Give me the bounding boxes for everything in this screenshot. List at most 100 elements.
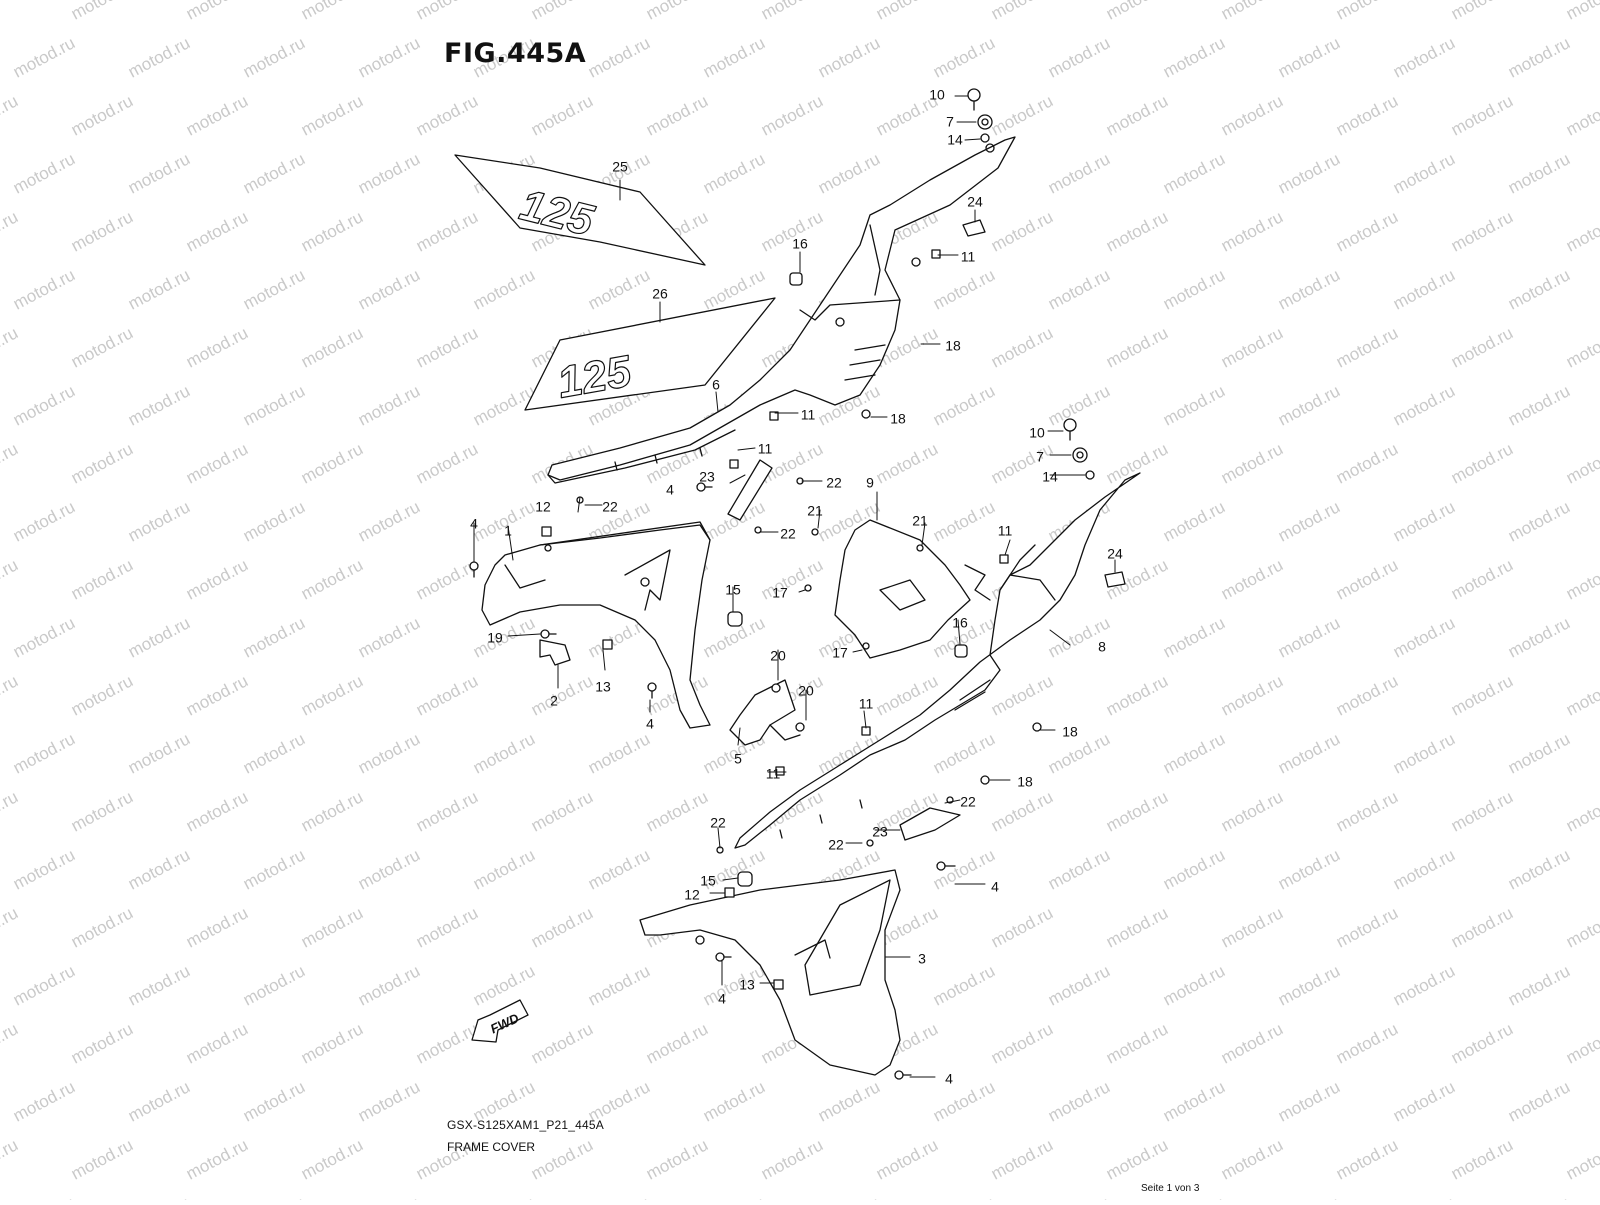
- watermark-text: motod.ru: [355, 497, 423, 545]
- watermark-text: motod.ru: [0, 91, 21, 139]
- callout-label-11b: 11: [801, 407, 816, 423]
- watermark-text: motod.ru: [528, 903, 596, 951]
- watermark-text: motod.ru: [930, 1193, 998, 1200]
- watermark-text: motod.ru: [125, 845, 193, 893]
- watermark-text: motod.ru: [10, 729, 78, 777]
- watermark-text: motod.ru: [298, 671, 366, 719]
- callout-label-4a: 4: [666, 482, 674, 498]
- watermark-text: motod.ru: [815, 33, 883, 81]
- watermark-text: motod.ru: [1045, 149, 1113, 197]
- watermark-text: motod.ru: [470, 729, 538, 777]
- watermark-text: motod.ru: [240, 1193, 308, 1200]
- watermark-text: motod.ru: [643, 91, 711, 139]
- callout-label-13b: 13: [739, 977, 755, 993]
- watermark-text: motod.ru: [413, 787, 481, 835]
- watermark-text: motod.ru: [585, 1193, 653, 1200]
- watermark-text: motod.ru: [68, 555, 136, 603]
- watermark-text: motod.ru: [68, 787, 136, 835]
- watermark-text: motod.ru: [988, 207, 1056, 255]
- callout-label-22f: 22: [828, 837, 844, 853]
- watermark-text: motod.ru: [1275, 33, 1343, 81]
- watermark-text: motod.ru: [1275, 729, 1343, 777]
- watermark-text: motod.ru: [0, 207, 21, 255]
- watermark-text: motod.ru: [988, 1135, 1056, 1183]
- callout-label-22d: 22: [960, 794, 976, 810]
- callout-label-23a: 23: [699, 469, 715, 485]
- watermark-text: motod.ru: [355, 33, 423, 81]
- watermark-text: motod.ru: [1218, 91, 1286, 139]
- watermark-text: motod.ru: [0, 1019, 21, 1067]
- watermark-text: motod.ru: [643, 787, 711, 835]
- watermark-text: motod.ru: [1448, 555, 1516, 603]
- callout-label-7a: 7: [946, 114, 954, 130]
- figure-title: FIG.445A: [444, 38, 587, 69]
- watermark-text: motod.ru: [0, 671, 21, 719]
- callout-label-11c: 11: [758, 441, 773, 457]
- watermark-text: motod.ru: [988, 903, 1056, 951]
- callout-label-15a: 15: [725, 582, 741, 598]
- watermark-text: motod.ru: [1160, 845, 1228, 893]
- part-9-center-cover: [834, 519, 991, 659]
- watermark-text: motod.ru: [930, 497, 998, 545]
- callout-label-17a: 17: [772, 585, 788, 601]
- watermark-text: motod.ru: [585, 265, 653, 313]
- watermark-text: motod.ru: [1390, 613, 1458, 661]
- watermark-text: motod.ru: [183, 0, 251, 24]
- watermark-text: motod.ru: [1103, 0, 1171, 24]
- watermark-text: motod.ru: [988, 323, 1056, 371]
- watermark-text: motod.ru: [988, 1019, 1056, 1067]
- part-6-frame-cover-upper-left: [547, 136, 1016, 484]
- callout-label-3: 3: [918, 951, 926, 967]
- watermark-text: motod.ru: [68, 439, 136, 487]
- watermark-text: motod.ru: [68, 0, 136, 24]
- watermark-text: motod.ru: [585, 729, 653, 777]
- watermark-text: motod.ru: [643, 0, 711, 24]
- part-2-bracket: [539, 639, 571, 666]
- watermark-text: motod.ru: [930, 961, 998, 1009]
- watermark-text: motod.ru: [10, 497, 78, 545]
- watermark-text: motod.ru: [930, 1077, 998, 1125]
- watermark-text: motod.ru: [1448, 1019, 1516, 1067]
- watermark-text: motod.ru: [125, 265, 193, 313]
- watermark-text: motod.ru: [758, 91, 826, 139]
- watermark-text: motod.ru: [758, 0, 826, 24]
- watermark-text: motod.ru: [873, 439, 941, 487]
- watermark-text: motod.ru: [240, 1077, 308, 1125]
- callout-label-18c: 18: [1062, 724, 1078, 740]
- watermark-text: motod.ru: [183, 903, 251, 951]
- callout-label-17b: 17: [832, 645, 848, 661]
- watermark-text: motod.ru: [470, 613, 538, 661]
- watermark-text: motod.ru: [1045, 729, 1113, 777]
- watermark-text: motod.ru: [1275, 1193, 1343, 1200]
- watermark-text: motod.ru: [1448, 903, 1516, 951]
- watermark-text: motod.ru: [1390, 381, 1458, 429]
- watermark-text: motod.ru: [700, 1077, 768, 1125]
- leader-lines: [473, 95, 1116, 1078]
- watermark-text: motod.ru: [240, 381, 308, 429]
- watermark-text: motod.ru: [1448, 1135, 1516, 1183]
- watermark-text: motod.ru: [1563, 207, 1600, 255]
- watermark-text: motod.ru: [1448, 787, 1516, 835]
- watermark-text: motod.ru: [758, 1135, 826, 1183]
- watermark-text: motod.ru: [183, 323, 251, 371]
- watermark-text: motod.ru: [240, 845, 308, 893]
- callout-label-14b: 14: [1042, 469, 1058, 485]
- watermark-text: motod.ru: [125, 381, 193, 429]
- watermark-text: motod.ru: [528, 0, 596, 24]
- watermark-text: motod.ru: [1505, 149, 1573, 197]
- watermark-text: motod.ru: [700, 33, 768, 81]
- callout-label-16a: 16: [792, 236, 808, 252]
- watermark-text: motod.ru: [0, 903, 21, 951]
- watermark-text: motod.ru: [988, 91, 1056, 139]
- watermark-text: motod.ru: [413, 439, 481, 487]
- watermark-text: motod.ru: [1505, 613, 1573, 661]
- watermark-text: motod.ru: [1333, 1135, 1401, 1183]
- watermark-text: motod.ru: [1103, 787, 1171, 835]
- watermark-text: motod.ru: [1103, 1019, 1171, 1067]
- watermark-text: motod.ru: [1333, 91, 1401, 139]
- watermark-text: motod.ru: [930, 381, 998, 429]
- watermark-text: motod.ru: [1045, 33, 1113, 81]
- watermark-text: motod.ru: [10, 33, 78, 81]
- watermark-text: motod.ru: [1390, 1077, 1458, 1125]
- watermark-text: motod.ru: [643, 1019, 711, 1067]
